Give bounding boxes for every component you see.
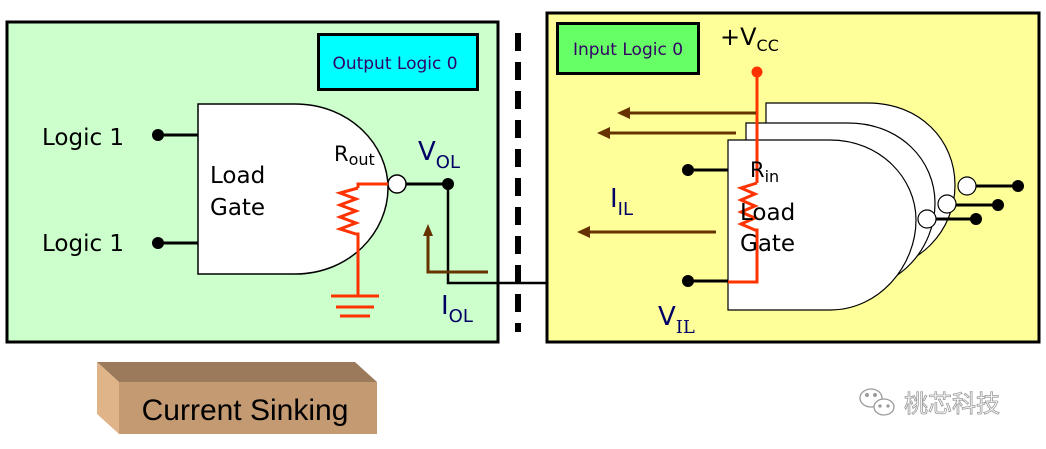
iil-current-arrows [577, 107, 756, 238]
input-gate-label-line1: Load [740, 200, 795, 226]
rout-resistor [331, 182, 388, 318]
output-gate-label-line1: Load [210, 163, 265, 189]
input-terminal-1 [152, 129, 199, 141]
input-terminal-2 [152, 237, 199, 249]
vil-label: VIL [658, 302, 695, 338]
vol-label: VOL [418, 137, 460, 173]
input-nand-gate-front [727, 139, 917, 311]
stacked-gate-output-3 [917, 209, 982, 229]
input-gate-terminal-bottom [682, 275, 728, 287]
rin-label: Rin [750, 158, 779, 186]
caption-label: Current Sinking [142, 394, 349, 427]
rout-label: Rout [334, 142, 375, 169]
input-gate-terminal-top [682, 164, 728, 176]
input-label-1: Logic 1 [42, 125, 124, 151]
iil-label: IIL [610, 184, 633, 220]
wechat-icon [859, 388, 895, 416]
stacked-gate-output-1 [957, 176, 1024, 196]
input-logic-badge-label: Input Logic 0 [573, 40, 683, 60]
output-nand-gate [197, 103, 389, 275]
caption-box [97, 362, 377, 434]
output-logic-badge-label: Output Logic 0 [332, 54, 457, 74]
output-gate-label-line2: Gate [210, 195, 265, 221]
output-inversion-bubble [387, 174, 407, 194]
input-label-2: Logic 1 [42, 231, 124, 257]
watermark-text: 桃芯科技 [904, 390, 1000, 418]
vcc-label: +VCC [720, 23, 779, 55]
input-gate-label-line2: Gate [740, 231, 795, 257]
iol-current-arrow [426, 232, 488, 274]
rin-resistor [728, 66, 763, 284]
stacked-gate-output-2 [937, 194, 1004, 214]
iol-label: IOL [441, 291, 473, 327]
